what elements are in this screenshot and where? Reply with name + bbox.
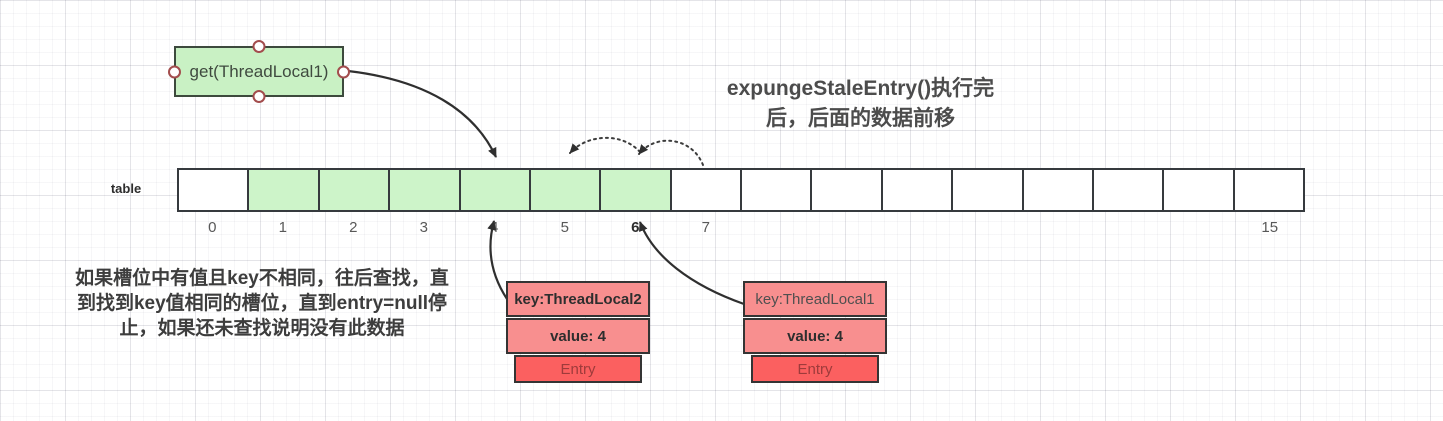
index-label-3: 3 — [419, 219, 428, 236]
entry-footer: Entry — [514, 355, 642, 383]
table-cell-8[interactable] — [742, 170, 813, 210]
note-line-2: 到找到key值相同的槽位，直到entry=null停 — [76, 293, 448, 314]
index-label-8 — [741, 219, 812, 236]
index-label-1: 1 — [278, 219, 287, 236]
note-annotation: 如果槽位中有值且key不相同，往后查找，直 到找到key值相同的槽位，直到ent… — [36, 266, 488, 341]
index-label-12 — [1023, 219, 1094, 236]
note-line-1: 如果槽位中有值且key不相同，往后查找，直 — [75, 268, 449, 289]
index-label-15: 15 — [1261, 219, 1279, 236]
table-cell-1[interactable] — [249, 170, 320, 210]
connection-handle-right[interactable] — [337, 65, 350, 78]
entry-value-row: value: 4 — [743, 318, 887, 354]
get-threadlocal1-box[interactable]: get(ThreadLocal1) — [168, 40, 350, 103]
table-cell-10[interactable] — [882, 170, 954, 210]
table-cell-13[interactable] — [1093, 170, 1165, 210]
note-line-3: 止，如果还未查找说明没有此数据 — [119, 318, 405, 339]
title-line-1: expungeStaleEntry()执行完 — [726, 77, 995, 100]
index-label-5: 5 — [560, 219, 569, 236]
table-cell-4[interactable] — [460, 170, 531, 210]
dotted-move-arrow-7-to-6 — [638, 139, 704, 166]
index-label-0: 0 — [208, 219, 217, 236]
table-cell-11[interactable] — [953, 170, 1024, 210]
table-cell-6[interactable] — [601, 170, 672, 210]
connection-handle-left[interactable] — [168, 65, 181, 78]
index-label-2: 2 — [349, 219, 358, 236]
table-index-labels: 0 1 2 3 4 5 6 7 15 — [177, 219, 1305, 236]
index-label-9 — [812, 219, 883, 236]
index-label-4: 4 — [490, 219, 499, 236]
index-label-11 — [953, 219, 1024, 236]
entry-box-threadlocal1[interactable]: key:ThreadLocal1 value: 4 Entry — [743, 281, 887, 383]
arrow-get-to-cell4 — [347, 69, 497, 158]
title-annotation: expungeStaleEntry()执行完 后，后面的数据前移 — [688, 74, 1033, 134]
table-cell-14[interactable] — [1164, 170, 1235, 210]
dotted-move-arrow-6-to-5 — [569, 136, 641, 154]
index-label-14 — [1164, 219, 1235, 236]
table-cell-12[interactable] — [1023, 170, 1094, 210]
table-cell-5[interactable] — [530, 170, 602, 210]
table-cells — [177, 168, 1305, 212]
entry-key-row: key:ThreadLocal2 — [506, 281, 650, 317]
table-cell-7[interactable] — [671, 170, 742, 210]
table-cell-15[interactable] — [1234, 170, 1303, 210]
entry-value-row: value: 4 — [506, 318, 650, 354]
get-box-label: get(ThreadLocal1) — [189, 61, 329, 81]
index-label-7: 7 — [701, 219, 710, 236]
table-cell-9[interactable] — [812, 170, 883, 210]
table-cell-3[interactable] — [390, 170, 461, 210]
table-label: table — [110, 181, 142, 196]
connection-handle-bottom[interactable] — [252, 90, 266, 103]
index-label-13 — [1094, 219, 1165, 236]
table-cell-2[interactable] — [319, 170, 391, 210]
index-label-10 — [882, 219, 953, 236]
title-line-2: 后，后面的数据前移 — [766, 107, 955, 130]
table-cell-0[interactable] — [179, 170, 250, 210]
entry-box-threadlocal2[interactable]: key:ThreadLocal2 value: 4 Entry — [506, 281, 650, 383]
connection-handle-top[interactable] — [252, 40, 266, 53]
entry-footer: Entry — [751, 355, 879, 383]
entry-key-row: key:ThreadLocal1 — [743, 281, 887, 317]
index-label-6: 6 — [631, 219, 640, 236]
